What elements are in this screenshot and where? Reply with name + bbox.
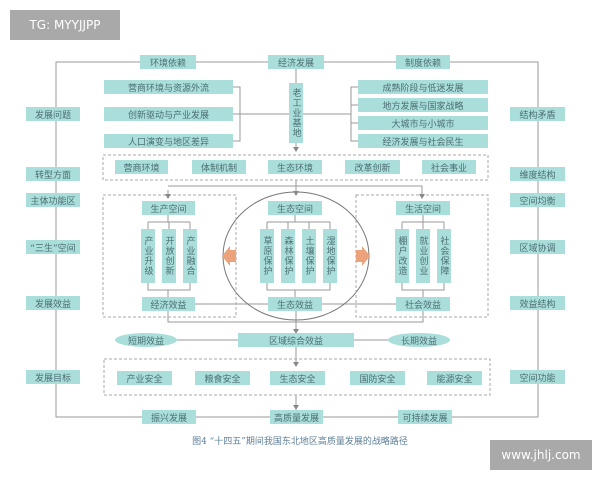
economic-benefit: 经济效益: [142, 297, 195, 311]
short-term-benefit: 短期效益: [115, 333, 177, 347]
watermark-top: TG: MYYJJPP: [10, 10, 120, 40]
production-item: 产业升级: [141, 229, 155, 283]
transformation-item: 生态环境: [268, 160, 322, 174]
transformation-item: 改革创新: [345, 160, 400, 174]
right-label: 空间功能: [510, 370, 565, 384]
center-node: 老工业基地: [289, 83, 303, 143]
problem-box: 创新驱动与产业发展: [104, 107, 233, 121]
orange-arrows: [222, 246, 370, 266]
problem-box: 人口演变与地区差异: [104, 134, 233, 148]
left-label: 发展问题: [26, 107, 80, 121]
transformation-item: 营商环境: [115, 160, 168, 174]
problem-box: 地方发展与国家战略: [358, 98, 488, 112]
right-label: 空间均衡: [510, 193, 565, 207]
left-label: “三生”空间: [26, 240, 80, 254]
left-label: 转型方面: [26, 167, 80, 181]
production-item: 产业融合: [183, 229, 197, 283]
goal-item: 振兴发展: [142, 410, 196, 424]
security-item: 能源安全: [427, 371, 482, 385]
security-item: 国防安全: [350, 371, 405, 385]
right-label: 效益结构: [510, 296, 565, 310]
security-item: 产业安全: [117, 371, 172, 385]
ecology-item: 草原保护: [260, 229, 274, 283]
transformation-item: 社会事业: [422, 160, 476, 174]
transformation-item: 体制机制: [192, 160, 246, 174]
ecological-benefit: 生态效益: [268, 297, 322, 311]
right-label: 结构矛盾: [510, 107, 565, 121]
right-label: 维度结构: [510, 167, 565, 181]
living-item: 社会保障: [437, 229, 451, 283]
ecology-item: 森林保护: [281, 229, 295, 283]
production-space-title: 生产空间: [142, 201, 195, 215]
living-space-title: 生活空间: [396, 201, 450, 215]
top-label: 环境依赖: [140, 55, 196, 69]
watermark-bottom: www.jhlj.com: [490, 440, 592, 470]
social-benefit: 社会效益: [396, 297, 450, 311]
problem-box: 经济发展与社会民生: [358, 134, 488, 148]
right-label: 区域协调: [510, 240, 565, 254]
left-label: 发展效益: [26, 296, 80, 310]
problem-box: 大城市与小城市: [358, 116, 488, 130]
ecology-item: 土壤保护: [302, 229, 316, 283]
problem-box: 营商环境与资源外流: [104, 80, 233, 94]
left-label: 发展目标: [26, 370, 80, 384]
goal-item: 高质量发展: [270, 410, 323, 424]
ecology-space-title: 生态空间: [268, 201, 322, 215]
goal-item: 可持续发展: [398, 410, 452, 424]
left-label: 主体功能区: [26, 193, 80, 207]
security-item: 生态安全: [270, 371, 325, 385]
production-item: 开放创新: [162, 229, 176, 283]
ecology-item: 湿地保护: [323, 229, 337, 283]
top-label: 制度依赖: [396, 55, 450, 69]
living-item: 就业创业: [416, 229, 430, 283]
top-label: 经济发展: [268, 55, 324, 69]
long-term-benefit: 长期效益: [388, 333, 450, 347]
living-item: 棚户改造: [395, 229, 409, 283]
regional-benefit: 区域综合效益: [238, 333, 354, 347]
problem-box: 成熟阶段与低迷发展: [358, 80, 488, 94]
security-item: 粮食安全: [195, 371, 250, 385]
figure-caption: 图4 “十四五”期间我国东北地区高质量发展的战略路径: [192, 437, 408, 447]
